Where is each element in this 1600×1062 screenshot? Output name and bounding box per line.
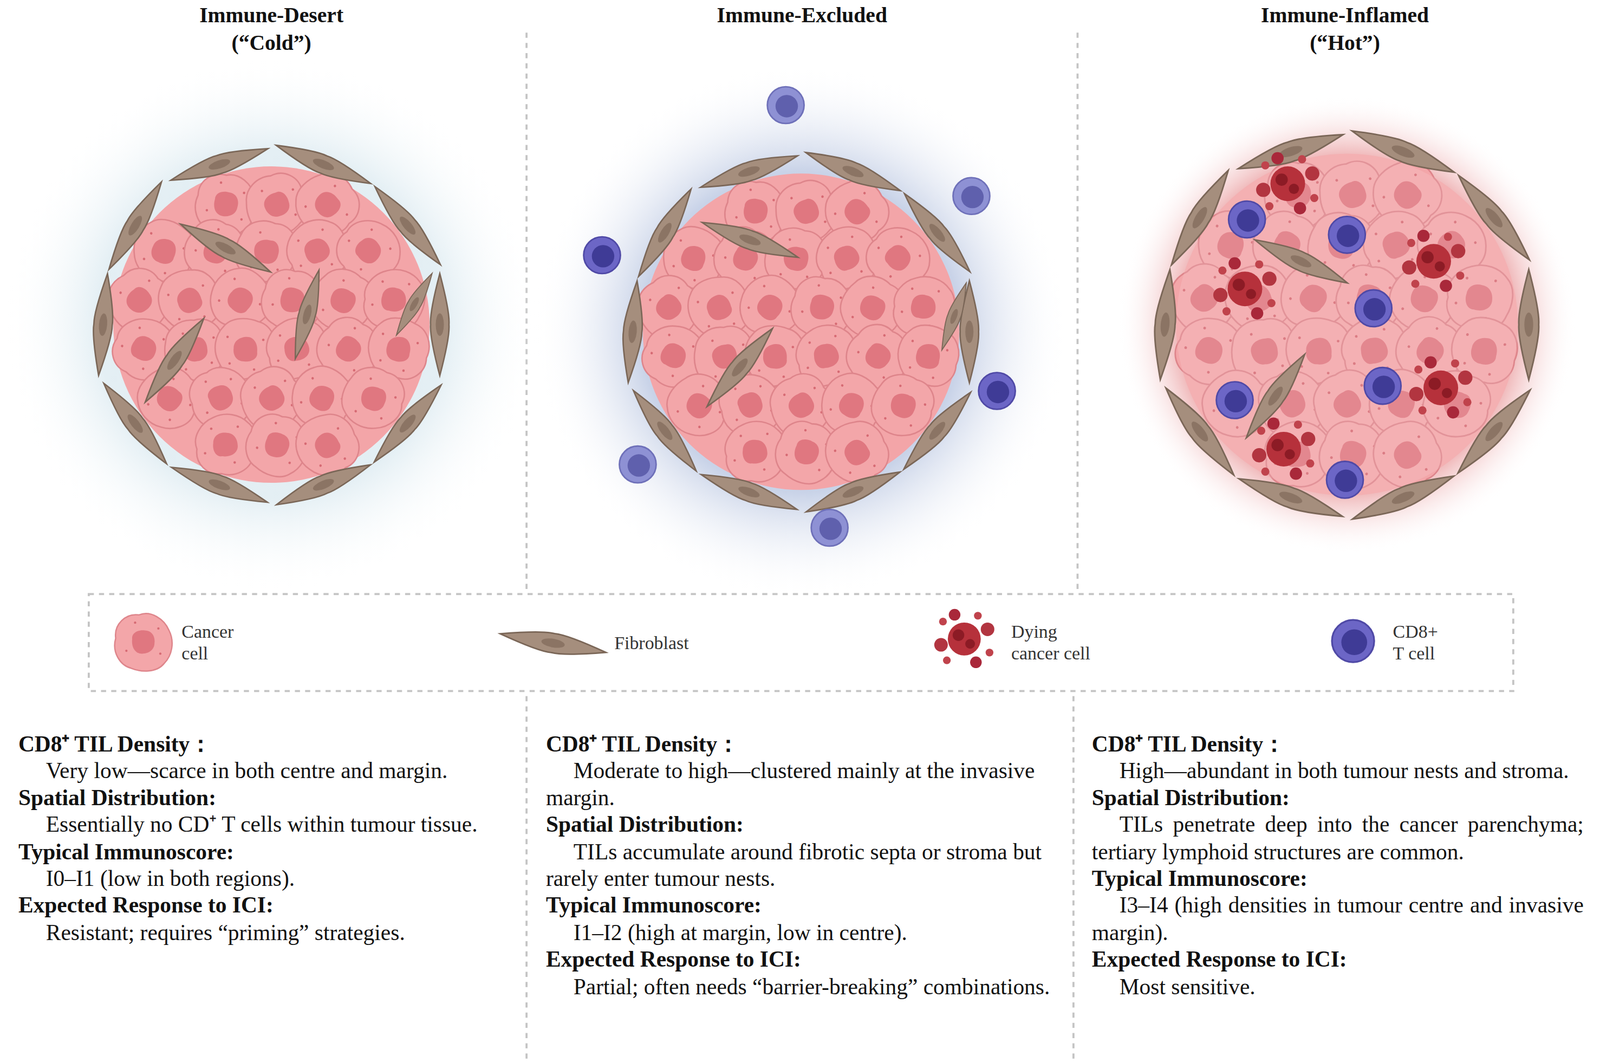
legend-frame: [88, 593, 1514, 691]
field-heading: CD8⁺ TIL Density：: [545, 730, 1052, 758]
legend-label: CD8+ T cell: [1393, 621, 1451, 665]
dying-cell-icon: [934, 608, 995, 668]
fibroblast-icon: [498, 623, 608, 662]
field-text: Resistant; requires “priming” strategies…: [18, 919, 517, 947]
column-heading: Immune-Excluded: [669, 2, 935, 30]
text-column: CD8⁺ TIL Density：Moderate to high—cluste…: [545, 730, 1052, 1000]
field-text: Partial; often needs “barrier-breaking” …: [545, 973, 1052, 1001]
field-text: I0–I1 (low in both regions).: [18, 865, 517, 893]
excluded-tumour: [533, 64, 1069, 600]
text-column: CD8⁺ TIL Density：Very low—scarce in both…: [18, 730, 517, 947]
column-divider: [1072, 696, 1075, 1062]
legend-label: Fibroblast: [614, 632, 737, 654]
field-text: Most sensitive.: [1091, 973, 1584, 1001]
field-heading: Typical Immunoscore:: [18, 838, 517, 866]
column-divider: [525, 696, 528, 1062]
field-text: TILs accumulate around fibrotic septa or…: [545, 838, 1052, 893]
field-heading: Typical Immunoscore:: [545, 892, 1052, 920]
field-heading: Expected Response to ICI:: [18, 892, 517, 920]
field-heading: Spatial Distribution:: [18, 784, 517, 812]
hot-tumour: [1117, 94, 1577, 555]
column-heading: Immune-Desert (“Cold”): [169, 2, 374, 58]
field-heading: Expected Response to ICI:: [545, 946, 1052, 974]
field-text: High—abundant in both tumour nests and s…: [1091, 757, 1584, 785]
field-heading: CD8⁺ TIL Density：: [1091, 730, 1584, 758]
text-column: CD8⁺ TIL Density：High—abundant in both t…: [1091, 730, 1584, 1000]
legend-label: Dying cancer cell: [1011, 621, 1105, 665]
cancer-cell-icon: [114, 613, 173, 671]
field-text: Very low—scarce in both centre and margi…: [18, 757, 517, 785]
field-text: Essentially no CD⁺ T cells within tumour…: [18, 811, 517, 839]
t-cell-icon: [1331, 619, 1375, 662]
legend-label: Cancer cell: [181, 621, 256, 665]
field-text: I1–I2 (high at margin, low in centre).: [545, 919, 1052, 947]
field-heading: CD8⁺ TIL Density：: [18, 730, 517, 758]
field-text: I3–I4 (high densities in tumour centre a…: [1091, 892, 1584, 946]
field-text: Moderate to high—clustered mainly at the…: [545, 757, 1052, 812]
field-heading: Expected Response to ICI:: [1091, 946, 1584, 974]
column-divider: [1076, 32, 1079, 590]
field-heading: Typical Immunoscore:: [1091, 865, 1584, 893]
field-text: TILs penetrate deep into the cancer pare…: [1091, 811, 1584, 865]
cold-tumour: [4, 57, 539, 593]
column-heading: Immune-Inflamed (“Hot”): [1243, 2, 1448, 58]
field-heading: Spatial Distribution:: [545, 811, 1052, 839]
field-heading: Spatial Distribution:: [1091, 784, 1584, 812]
